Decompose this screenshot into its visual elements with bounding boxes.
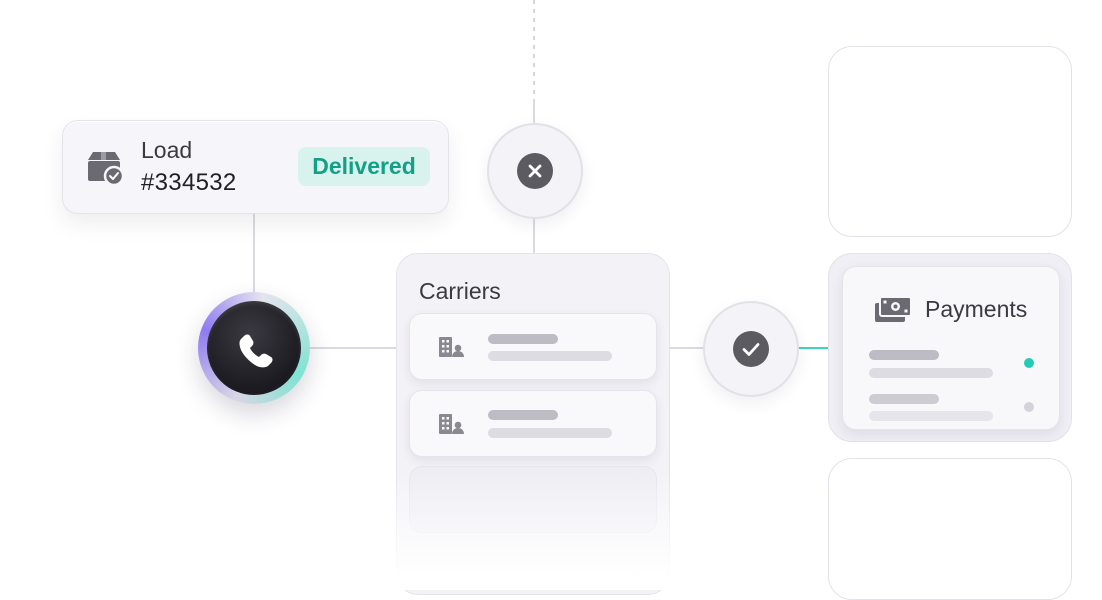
payments-panel: Payments [828, 253, 1072, 442]
building-user-icon [439, 337, 464, 357]
payments-title: Payments [925, 296, 1028, 322]
call-button-ring[interactable] [198, 292, 310, 404]
carrier-name-placeholder [488, 334, 558, 344]
carrier-row[interactable] [409, 390, 657, 457]
payments-card[interactable]: Payments [842, 266, 1060, 430]
carrier-detail-placeholder [488, 428, 612, 438]
call-button[interactable] [207, 301, 301, 395]
carrier-detail-placeholder [488, 351, 612, 361]
money-icon [875, 296, 912, 322]
carrier-name-placeholder [488, 410, 558, 420]
payment-detail-placeholder [869, 411, 993, 421]
status-badge: Delivered [298, 147, 430, 186]
payment-name-placeholder [869, 394, 939, 404]
building-user-icon [439, 414, 464, 434]
phone-icon [239, 334, 273, 368]
load-label: Load [141, 137, 193, 163]
check-icon [733, 331, 769, 367]
payment-detail-placeholder [869, 368, 993, 378]
carrier-row[interactable] [409, 313, 657, 380]
package-check-icon [88, 152, 125, 185]
close-icon [517, 153, 553, 189]
status-dot-active [1024, 358, 1034, 368]
load-number: #334532 [141, 169, 237, 196]
fade-overlay [368, 470, 698, 590]
payment-name-placeholder [869, 350, 939, 360]
load-card[interactable]: Load #334532 Delivered [62, 120, 449, 214]
cancel-node[interactable] [487, 123, 583, 219]
status-dot-inactive [1024, 402, 1034, 412]
placeholder-card-top [828, 46, 1072, 237]
carriers-title: Carriers [419, 278, 501, 304]
placeholder-card-bottom [828, 458, 1072, 600]
confirm-node[interactable] [703, 301, 799, 397]
